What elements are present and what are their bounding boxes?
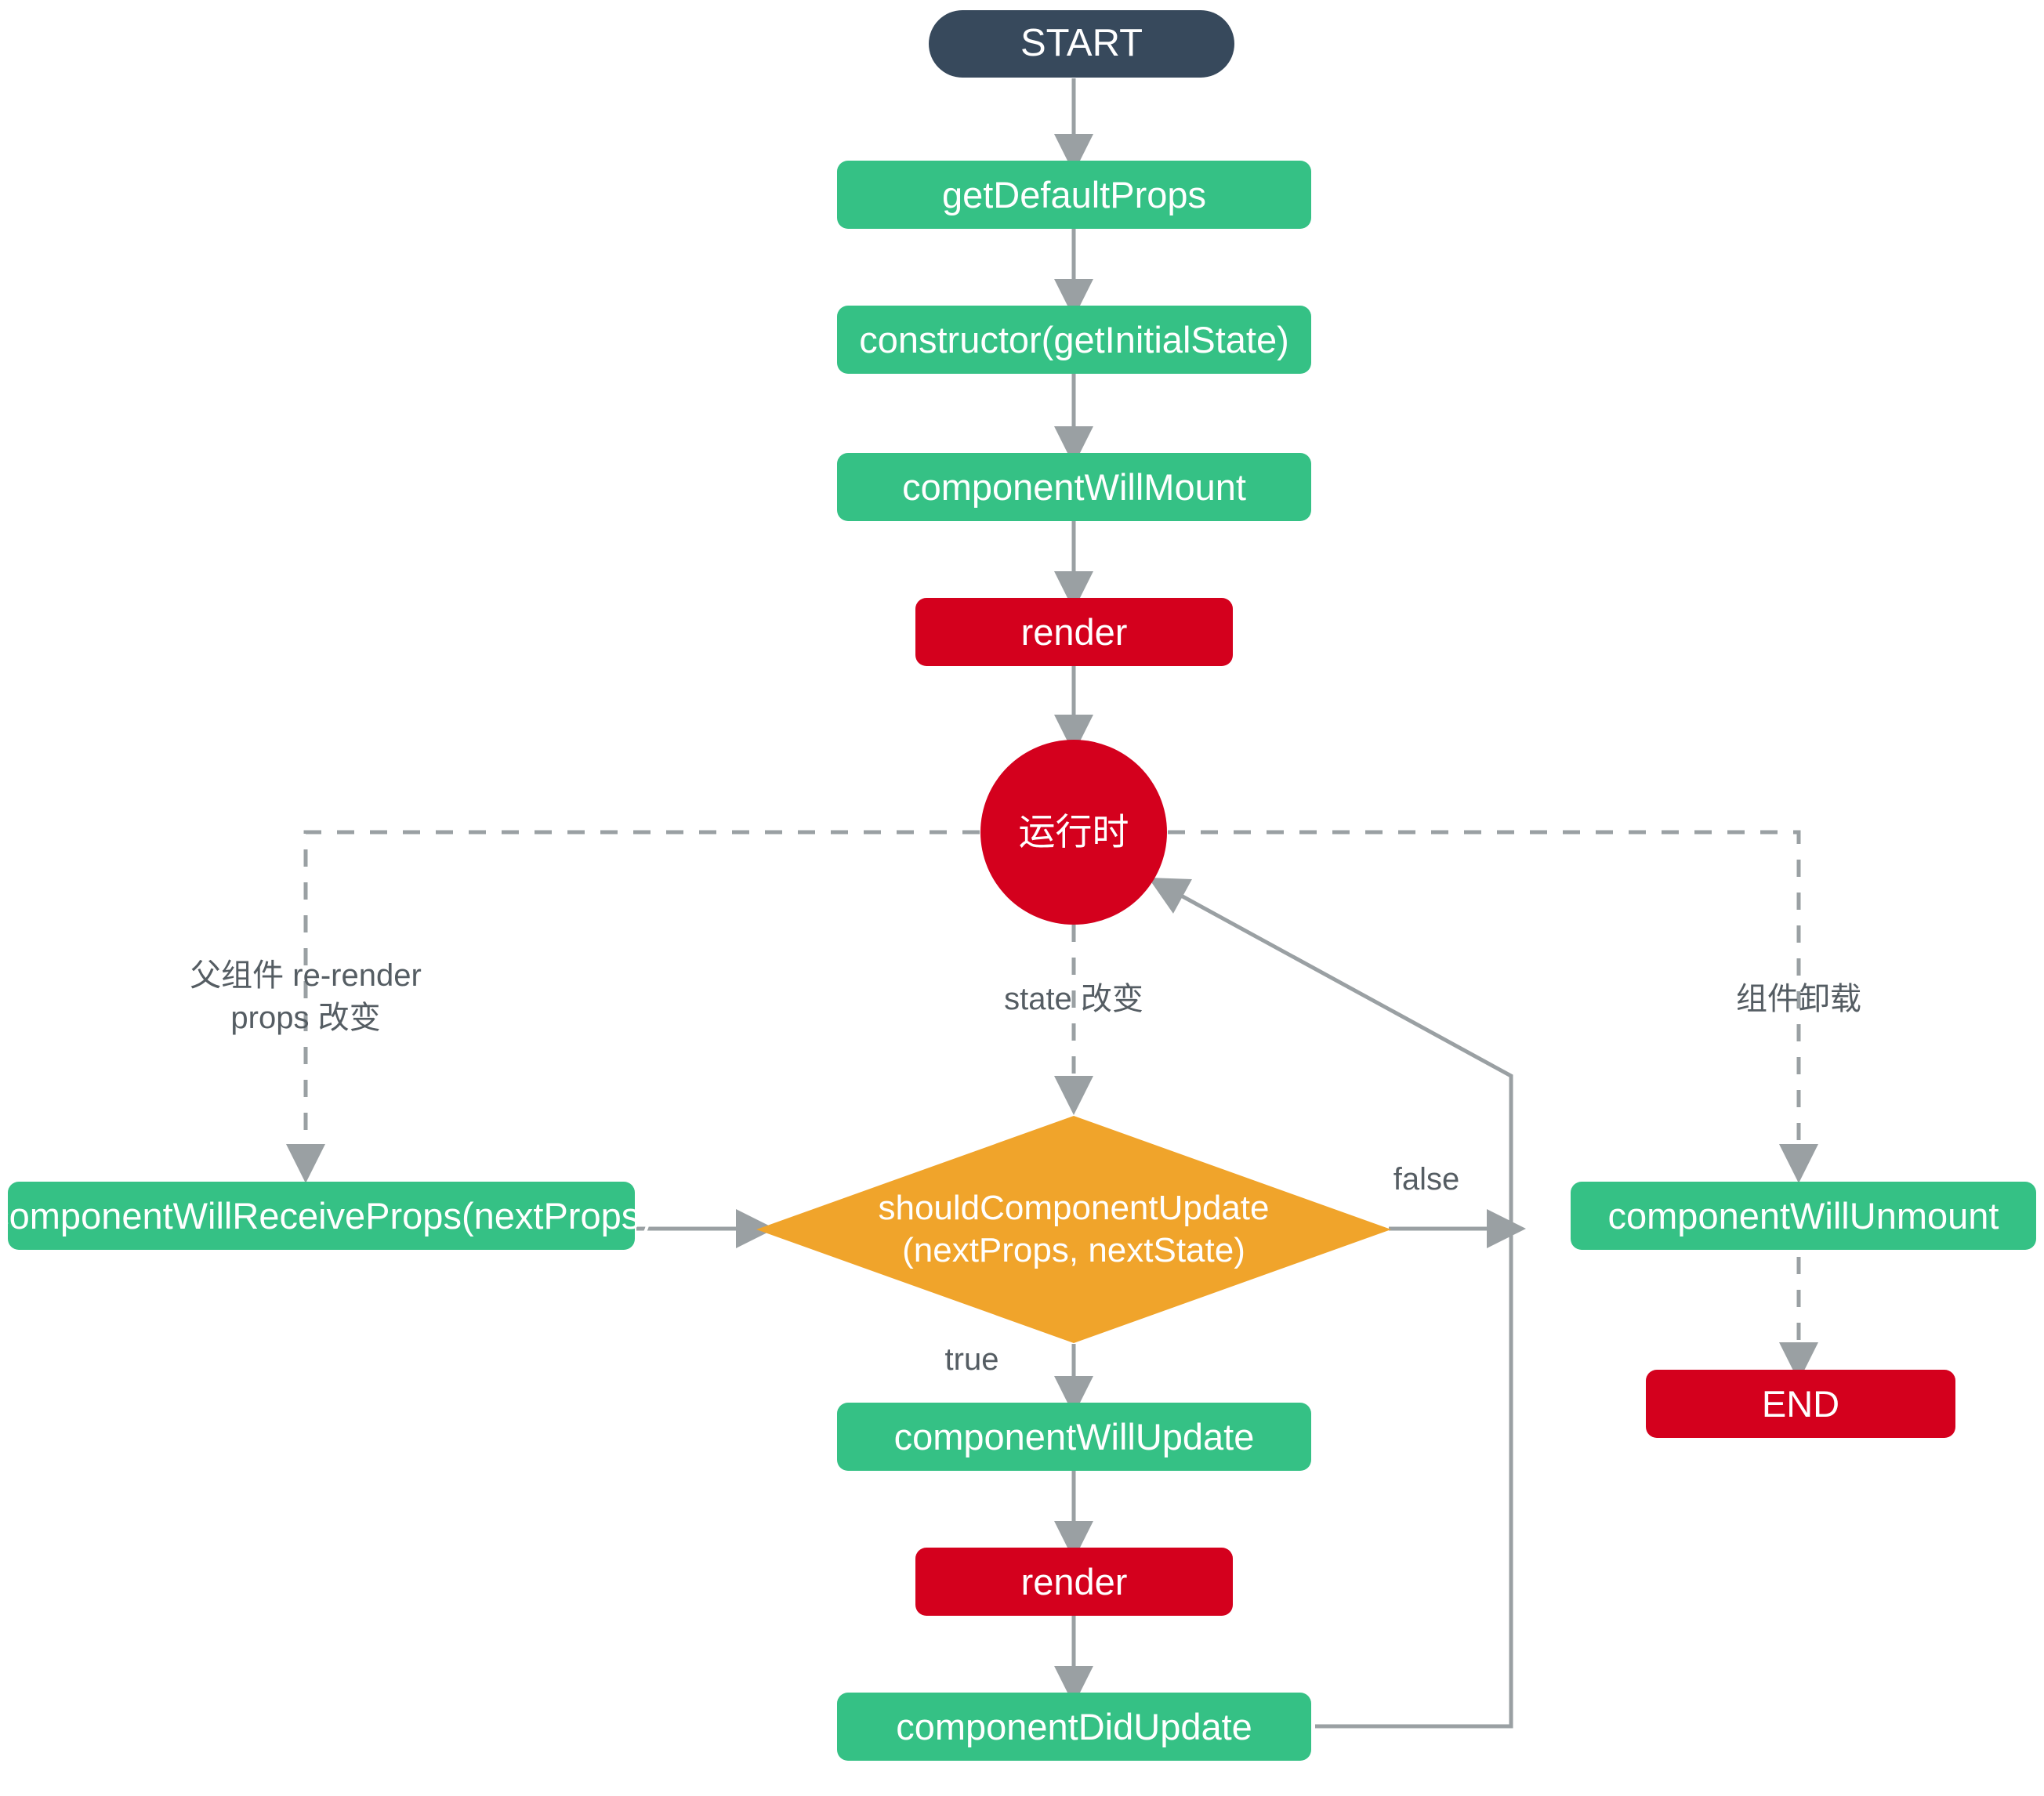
node-start-label: START xyxy=(1020,22,1143,65)
edge-label-unmount: 组件卸载 xyxy=(1736,982,1861,1016)
node-render-update[interactable]: render xyxy=(915,1548,1233,1616)
node-runtime[interactable]: 运行时 xyxy=(980,740,1167,925)
node-component-will-mount-label: componentWillMount xyxy=(902,465,1246,508)
node-start[interactable]: START xyxy=(929,10,1234,78)
node-runtime-label: 运行时 xyxy=(1018,811,1129,853)
node-constructor[interactable]: constructor(getInitialState) xyxy=(837,306,1311,374)
node-component-did-update-label: componentDidUpdate xyxy=(896,1705,1252,1747)
edge-label-parent-rerender: 父组件 re-render props 改变 xyxy=(190,958,422,1035)
edge-runtime-to-parent-rerender-dashed xyxy=(286,830,980,1183)
node-render-mount[interactable]: render xyxy=(915,598,1233,666)
node-end-label: END xyxy=(1761,1382,1840,1425)
edge-label-state-change: state 改变 xyxy=(1004,982,1143,1016)
node-should-component-update-label: shouldComponentUpdate (nextProps, nextSt… xyxy=(878,1189,1270,1269)
node-component-will-receive-props-label: componentWillReceiveProps(nextProps) xyxy=(0,1194,652,1237)
node-component-will-update[interactable]: componentWillUpdate xyxy=(837,1403,1311,1471)
node-render-update-label: render xyxy=(1020,1560,1128,1602)
node-component-will-unmount[interactable]: componentWillUnmount xyxy=(1571,1182,2036,1250)
node-should-component-update[interactable]: shouldComponentUpdate (nextProps, nextSt… xyxy=(756,1116,1391,1343)
edge-label-scu-false: false xyxy=(1393,1162,1460,1197)
node-component-will-receive-props[interactable]: componentWillReceiveProps(nextProps) xyxy=(0,1182,652,1250)
node-component-did-update[interactable]: componentDidUpdate xyxy=(837,1693,1311,1761)
node-constructor-label: constructor(getInitialState) xyxy=(859,318,1289,360)
edge-didupdate-back-to-runtime xyxy=(1148,878,1513,1729)
node-get-default-props[interactable]: getDefaultProps xyxy=(837,161,1311,229)
node-get-default-props-label: getDefaultProps xyxy=(941,173,1207,215)
node-render-mount-label: render xyxy=(1020,610,1128,653)
node-component-will-unmount-label: componentWillUnmount xyxy=(1607,1194,1999,1237)
edge-label-scu-true: true xyxy=(944,1342,999,1377)
edge-runtime-to-unmount-dashed xyxy=(1168,830,1818,1183)
node-end[interactable]: END xyxy=(1646,1370,1955,1438)
node-component-will-mount[interactable]: componentWillMount xyxy=(837,453,1311,521)
node-component-will-update-label: componentWillUpdate xyxy=(893,1415,1255,1457)
